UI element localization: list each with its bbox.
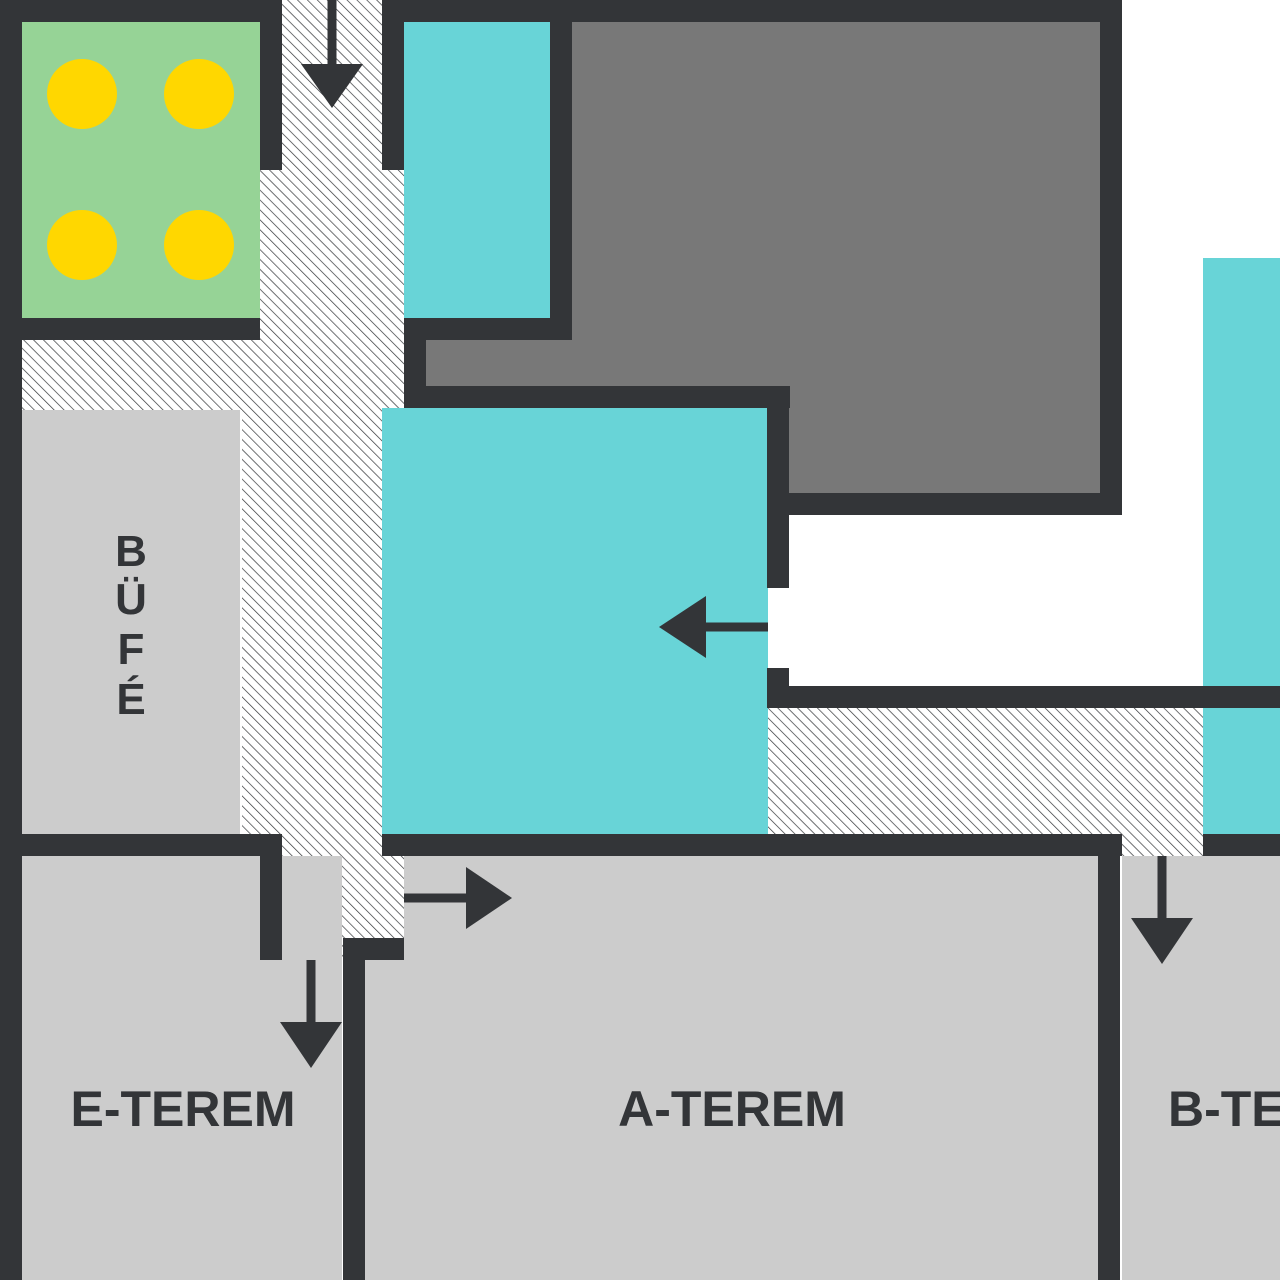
room-cyan-center[interactable] [382, 408, 768, 834]
wall [550, 0, 572, 340]
corridor-west-branch [22, 338, 262, 410]
seat-dot-icon [164, 59, 234, 129]
seat-dot-icon [164, 210, 234, 280]
wall [382, 0, 1122, 22]
room-a-terem-upper[interactable] [404, 856, 1100, 946]
wall [382, 0, 404, 170]
seat-dot-icon [47, 210, 117, 280]
wall [343, 938, 365, 1280]
wall [767, 386, 789, 588]
room-dark-gray[interactable] [424, 22, 1100, 494]
wall [1098, 834, 1120, 1280]
arrow-icon [1131, 856, 1193, 964]
wall [404, 318, 426, 408]
wall [0, 0, 282, 22]
room-bufe[interactable] [22, 410, 240, 834]
b-terem-label: B-TEREM [1168, 1081, 1280, 1137]
room-e-terem[interactable] [22, 856, 342, 1280]
room-a-terem[interactable] [364, 946, 1100, 1280]
wall [404, 318, 572, 340]
bufe-label-letter: F [118, 625, 145, 674]
room-green-seating[interactable] [22, 22, 260, 318]
wall [260, 0, 282, 170]
wall [767, 686, 1280, 708]
a-terem-label: A-TEREM [618, 1081, 846, 1137]
bufe-label-letter: B [115, 527, 147, 576]
room-cyan-top[interactable] [404, 22, 550, 318]
wall [404, 386, 790, 408]
bufe-label-letter: É [116, 674, 145, 724]
corridors [22, 0, 1203, 960]
seat-group [47, 59, 234, 280]
e-terem-label: E-TEREM [71, 1081, 296, 1137]
bufe-label-letter: Ü [115, 575, 147, 624]
seat-dot-icon [47, 59, 117, 129]
wall [1203, 834, 1280, 856]
room-cyan-east[interactable] [1203, 258, 1280, 834]
wall [382, 834, 1122, 856]
arrow-icon [404, 867, 512, 929]
wall [0, 834, 282, 856]
corridor-east-branch [768, 708, 1203, 856]
wall [1100, 0, 1122, 515]
wall [260, 834, 282, 960]
arrow-icon [280, 960, 342, 1068]
arrow-icon [659, 596, 768, 658]
wall [0, 0, 22, 1280]
wall [767, 493, 1122, 515]
arrow-icon [301, 0, 363, 108]
wall [0, 318, 260, 340]
bufe-label: B Ü F É [115, 527, 147, 724]
